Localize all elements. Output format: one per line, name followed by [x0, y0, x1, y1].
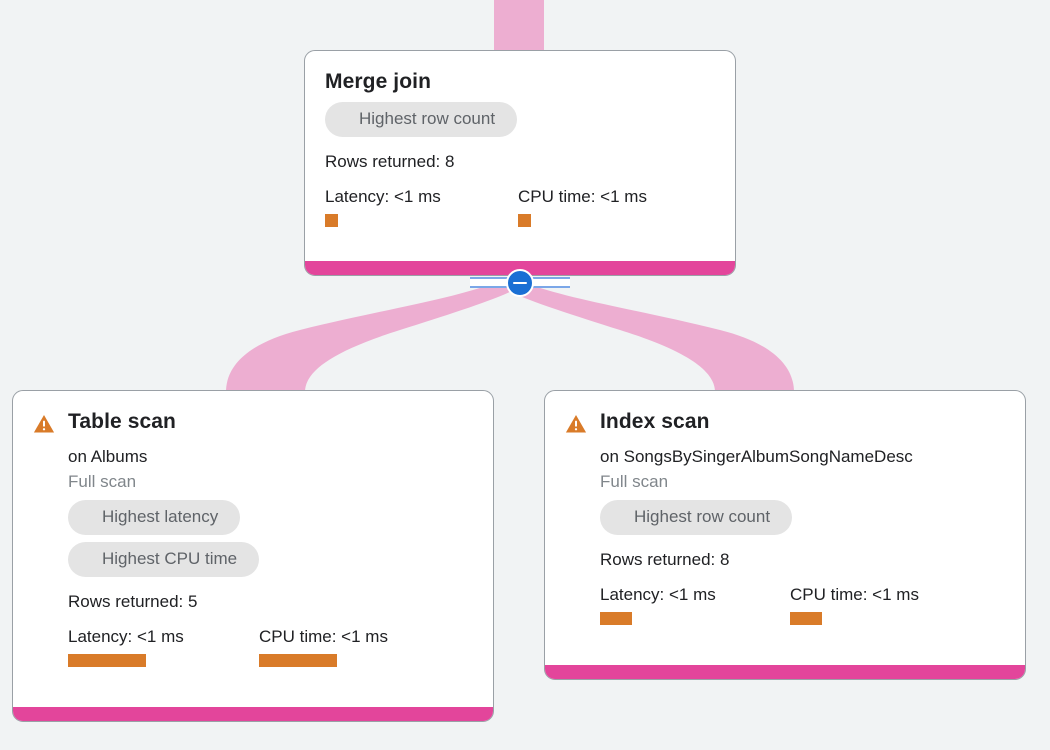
node-table-scan-header: Table scan	[33, 409, 473, 435]
node-table-scan-chips: Highest latency Highest CPU time	[68, 500, 473, 584]
metric-latency: Latency: <1 ms	[325, 186, 518, 227]
edge-merge-to-index-scan	[502, 282, 794, 392]
node-merge-join-chips: Highest row count	[325, 102, 715, 144]
chip-highest-row-count[interactable]: Highest row count	[600, 500, 793, 535]
minus-circle-icon	[513, 281, 527, 285]
node-merge-join-body: Merge join Highest row count Rows return…	[305, 51, 735, 237]
edge-merge-to-table-scan	[226, 282, 518, 392]
metric-latency-label: Latency: <1 ms	[68, 627, 184, 646]
edge-incoming	[494, 0, 544, 52]
node-table-scan-metrics: Latency: <1 ms CPU time: <1 ms	[68, 626, 473, 667]
metric-cpu-time: CPU time: <1 ms	[259, 626, 388, 667]
node-table-scan-content: on Albums Full scan Highest latency High…	[68, 445, 473, 667]
node-table-scan-subtitle: on Albums	[68, 447, 148, 466]
node-index-scan-chips: Highest row count	[600, 500, 1005, 542]
node-merge-join[interactable]: Merge join Highest row count Rows return…	[304, 50, 736, 276]
node-index-scan-title: Index scan	[600, 410, 710, 433]
node-index-scan-rows-returned: Rows returned: 8	[600, 550, 730, 569]
node-index-scan-metrics: Latency: <1 ms CPU time: <1 ms	[600, 584, 1005, 625]
node-index-scan-body: Index scan on SongsBySingerAlbumSongName…	[545, 391, 1025, 635]
node-index-scan-subtitle: on SongsBySingerAlbumSongNameDesc	[600, 447, 913, 466]
metric-cpu-time-bar	[518, 214, 531, 227]
node-index-scan[interactable]: Index scan on SongsBySingerAlbumSongName…	[544, 390, 1026, 680]
node-table-scan-rows-returned: Rows returned: 5	[68, 592, 198, 611]
node-index-scan-content: on SongsBySingerAlbumSongNameDesc Full s…	[600, 445, 1005, 625]
metric-latency: Latency: <1 ms	[600, 584, 790, 625]
node-merge-join-header: Merge join	[325, 69, 715, 95]
collapse-rail-right	[528, 277, 570, 288]
metric-cpu-time-label: CPU time: <1 ms	[790, 585, 919, 604]
node-merge-join-metrics: Latency: <1 ms CPU time: <1 ms	[325, 186, 715, 227]
node-merge-join-title: Merge join	[325, 70, 432, 93]
node-index-scan-accent-bar	[545, 665, 1025, 679]
metric-cpu-time-bar	[259, 654, 337, 667]
metric-latency-label: Latency: <1 ms	[600, 585, 716, 604]
metric-cpu-time: CPU time: <1 ms	[790, 584, 919, 625]
node-merge-join-accent-bar	[305, 261, 735, 275]
node-table-scan-accent-bar	[13, 707, 493, 721]
node-index-scan-header: Index scan	[565, 409, 1005, 435]
node-table-scan-title: Table scan	[68, 410, 176, 433]
collapse-toggle-button[interactable]	[506, 269, 534, 297]
node-index-scan-scan-type: Full scan	[600, 472, 669, 491]
node-merge-join-rows-returned: Rows returned: 8	[325, 152, 455, 171]
chip-highest-row-count[interactable]: Highest row count	[325, 102, 518, 137]
node-table-scan-body: Table scan on Albums Full scan Highest l…	[13, 391, 493, 677]
chip-highest-cpu-time[interactable]: Highest CPU time	[68, 542, 260, 577]
chip-highest-latency[interactable]: Highest latency	[68, 500, 241, 535]
node-merge-join-content: Highest row count Rows returned: 8 Laten…	[325, 102, 715, 227]
metric-latency: Latency: <1 ms	[68, 626, 259, 667]
metric-cpu-time: CPU time: <1 ms	[518, 186, 647, 227]
metric-latency-bar	[68, 654, 146, 667]
metric-latency-bar	[325, 214, 338, 227]
warning-triangle-icon	[33, 415, 55, 433]
metric-latency-bar	[600, 612, 632, 625]
node-table-scan[interactable]: Table scan on Albums Full scan Highest l…	[12, 390, 494, 722]
metric-cpu-time-bar	[790, 612, 822, 625]
node-table-scan-scan-type: Full scan	[68, 472, 137, 491]
warning-triangle-icon	[565, 415, 587, 433]
metric-cpu-time-label: CPU time: <1 ms	[518, 187, 647, 206]
metric-latency-label: Latency: <1 ms	[325, 187, 441, 206]
metric-cpu-time-label: CPU time: <1 ms	[259, 627, 388, 646]
